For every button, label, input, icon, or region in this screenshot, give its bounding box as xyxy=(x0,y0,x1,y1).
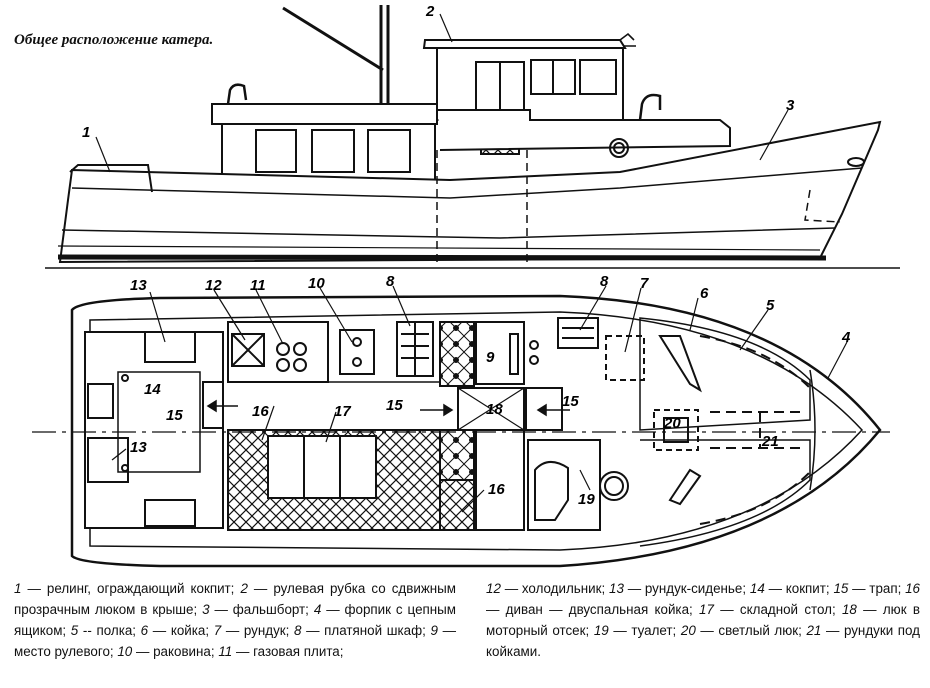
label-15a: 15 xyxy=(166,407,183,424)
label-20: 20 xyxy=(663,415,681,432)
label-8a: 8 xyxy=(386,273,395,290)
legend-right: 12 — холодильник; 13 — рундук-сиденье; 1… xyxy=(486,578,920,662)
label-8b: 8 xyxy=(600,273,609,290)
side-view xyxy=(45,5,900,269)
legend-item-17: 17 — складной стол; xyxy=(699,602,842,617)
label-9: 9 xyxy=(486,349,495,366)
legend-item-13: 13 — рундук-сиденье; xyxy=(609,581,750,596)
legend-item-4: 4 — форпик с цепным ящиком; xyxy=(14,602,456,638)
label-15c: 15 xyxy=(562,393,579,410)
legend-left: 1 — релинг, ограждающий кокпит; 2 — руле… xyxy=(14,578,456,662)
label-16a: 16 xyxy=(252,403,269,420)
label-10: 10 xyxy=(308,275,325,292)
label-12: 12 xyxy=(205,277,222,294)
legend-item-2: 2 — рулевая рубка со сдвижным прозрачным… xyxy=(14,581,457,617)
label-21: 21 xyxy=(761,433,779,450)
label-7: 7 xyxy=(640,275,649,292)
label-5: 5 xyxy=(766,297,775,314)
legend-item-20: 20 — светлый люк; xyxy=(680,623,807,638)
label-11: 11 xyxy=(250,277,266,294)
plan-view xyxy=(32,294,890,568)
legend-item-10: 10 — раковина; xyxy=(117,644,219,659)
label-18: 18 xyxy=(486,401,503,418)
legend-item-1: 1 — релинг, ограждающий кокпит; xyxy=(14,581,241,596)
label-14: 14 xyxy=(144,381,161,398)
legend-item-15: 15 — трап; xyxy=(833,581,906,596)
legend-item-8: 8 — платяной шкаф; xyxy=(294,623,431,638)
legend-item-19: 19 — туалет; xyxy=(593,623,681,638)
legend-item-9: 9 — место рулевого; xyxy=(14,623,456,659)
label-13a: 13 xyxy=(130,277,147,294)
label-15b: 15 xyxy=(386,397,403,414)
legend-item-3: 3 — фальшборт; xyxy=(202,602,314,617)
label-17: 17 xyxy=(334,403,351,420)
label-1: 1 xyxy=(82,124,90,141)
label-3: 3 xyxy=(786,97,795,114)
figure-title: Общее расположение катера. xyxy=(14,32,214,48)
label-6: 6 xyxy=(700,285,709,302)
label-19: 19 xyxy=(578,491,595,508)
legend-item-12: 12 — холодильник; xyxy=(486,581,610,596)
legend-item-5: 5 -- полка; xyxy=(70,623,141,638)
legend-item-6: 6 — койка; xyxy=(140,623,214,638)
legend-item-18: 18 — люк в моторный отсек; xyxy=(486,602,920,638)
legend-item-11: 11 — газовая плита; xyxy=(218,644,344,659)
label-13b: 13 xyxy=(130,439,147,456)
legend-item-21: 21 — рундуки под койками. xyxy=(486,623,920,659)
label-2: 2 xyxy=(425,3,435,20)
legend-item-14: 14 — кокпит; xyxy=(749,581,834,596)
boat-drawing: 1 2 3 xyxy=(32,3,900,568)
legend-item-7: 7 — рундук; xyxy=(213,623,295,638)
legend-item-16: 16 — диван — двуспальная койка; xyxy=(486,581,920,617)
label-4: 4 xyxy=(841,329,851,346)
label-16b: 16 xyxy=(488,481,505,498)
